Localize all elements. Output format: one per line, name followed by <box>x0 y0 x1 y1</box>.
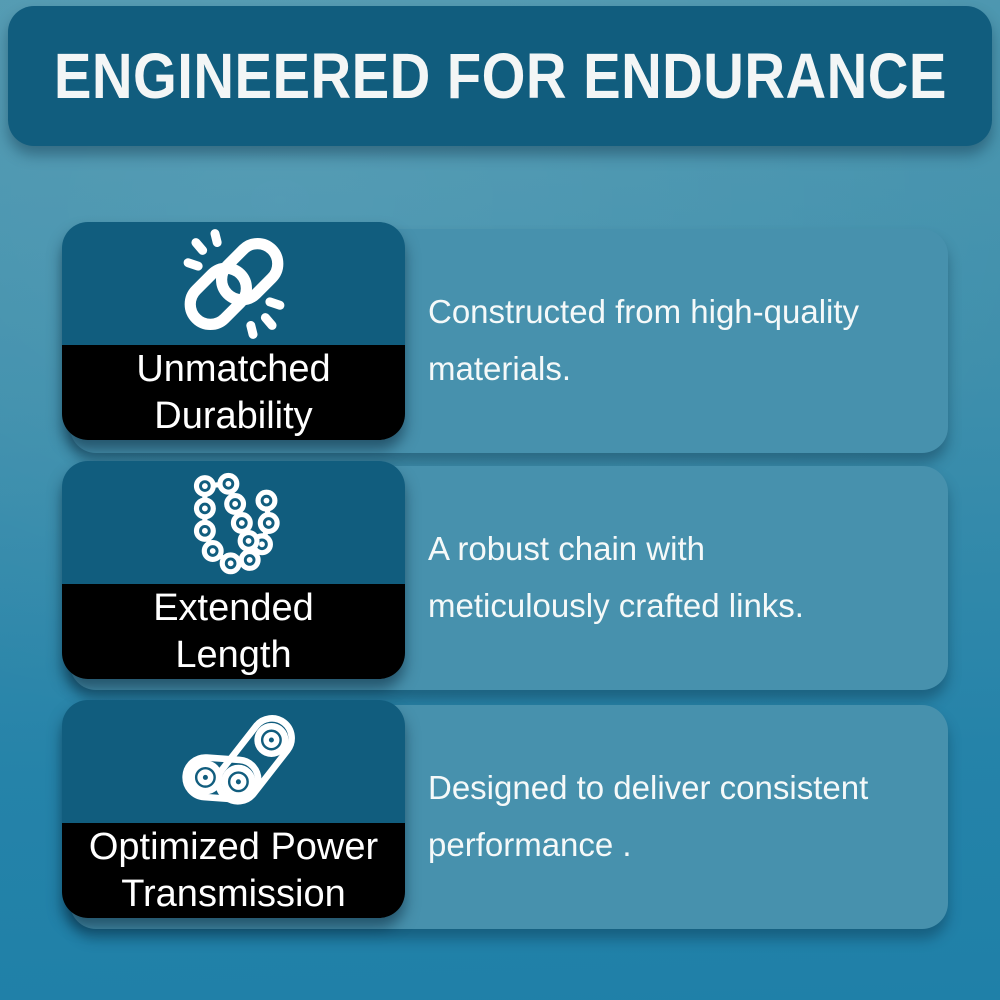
header-banner: ENGINEERED FOR ENDURANCE <box>8 6 992 146</box>
feature-card: Extended Length <box>62 461 405 679</box>
feature-description: A robust chain with meticulously crafted… <box>428 530 804 624</box>
feature-card: Unmatched Durability <box>62 222 405 440</box>
page-title: ENGINEERED FOR ENDURANCE <box>53 40 947 112</box>
feature-description: Constructed from high-quality materials. <box>428 293 860 387</box>
feature-card: Optimized Power Transmission <box>62 700 405 918</box>
feature-label-area: Unmatched Durability <box>62 345 405 440</box>
feature-label: Extended Length <box>153 587 314 676</box>
feature-label: Unmatched Durability <box>136 348 331 437</box>
feature-label-area: Extended Length <box>62 584 405 679</box>
feature-icon-area <box>62 700 405 823</box>
feature-icon-area <box>62 222 405 345</box>
feature-label-area: Optimized Power Transmission <box>62 823 405 918</box>
feature-icon-area <box>62 461 405 584</box>
bicycle-chain-icon <box>193 472 280 574</box>
broken-chain-link-icon <box>183 228 284 339</box>
feature-description: Designed to deliver consistent performan… <box>428 769 869 863</box>
feature-label: Optimized Power Transmission <box>88 826 379 915</box>
chain-segment-icon <box>181 714 295 805</box>
